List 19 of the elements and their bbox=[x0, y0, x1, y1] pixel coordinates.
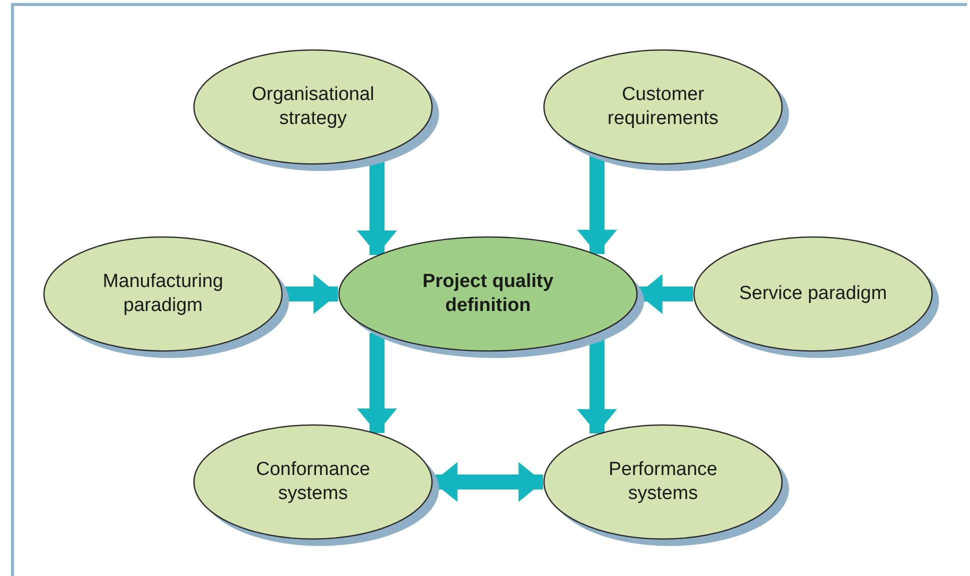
ellipse-node bbox=[43, 236, 291, 360]
arrow bbox=[638, 274, 693, 314]
arrow bbox=[283, 274, 338, 314]
node-label: Project quality definition bbox=[422, 270, 554, 318]
ellipse-node bbox=[543, 49, 791, 173]
node-label: Organisational strategy bbox=[250, 83, 376, 131]
node-label: Customer requirements bbox=[606, 83, 720, 131]
ellipse-node bbox=[693, 236, 941, 360]
node-label: Performance systems bbox=[608, 458, 718, 506]
node-label: Service paradigm bbox=[738, 282, 888, 306]
node-label: Manufacturing paradigm bbox=[102, 270, 224, 318]
arrow bbox=[433, 462, 543, 502]
arrow bbox=[577, 155, 617, 254]
ellipse-node bbox=[193, 424, 441, 548]
ellipse-node bbox=[338, 236, 646, 360]
ellipse-node bbox=[543, 424, 791, 548]
arrow bbox=[357, 333, 397, 433]
node-label: Conformance systems bbox=[254, 458, 372, 506]
ellipse-node bbox=[193, 49, 441, 173]
